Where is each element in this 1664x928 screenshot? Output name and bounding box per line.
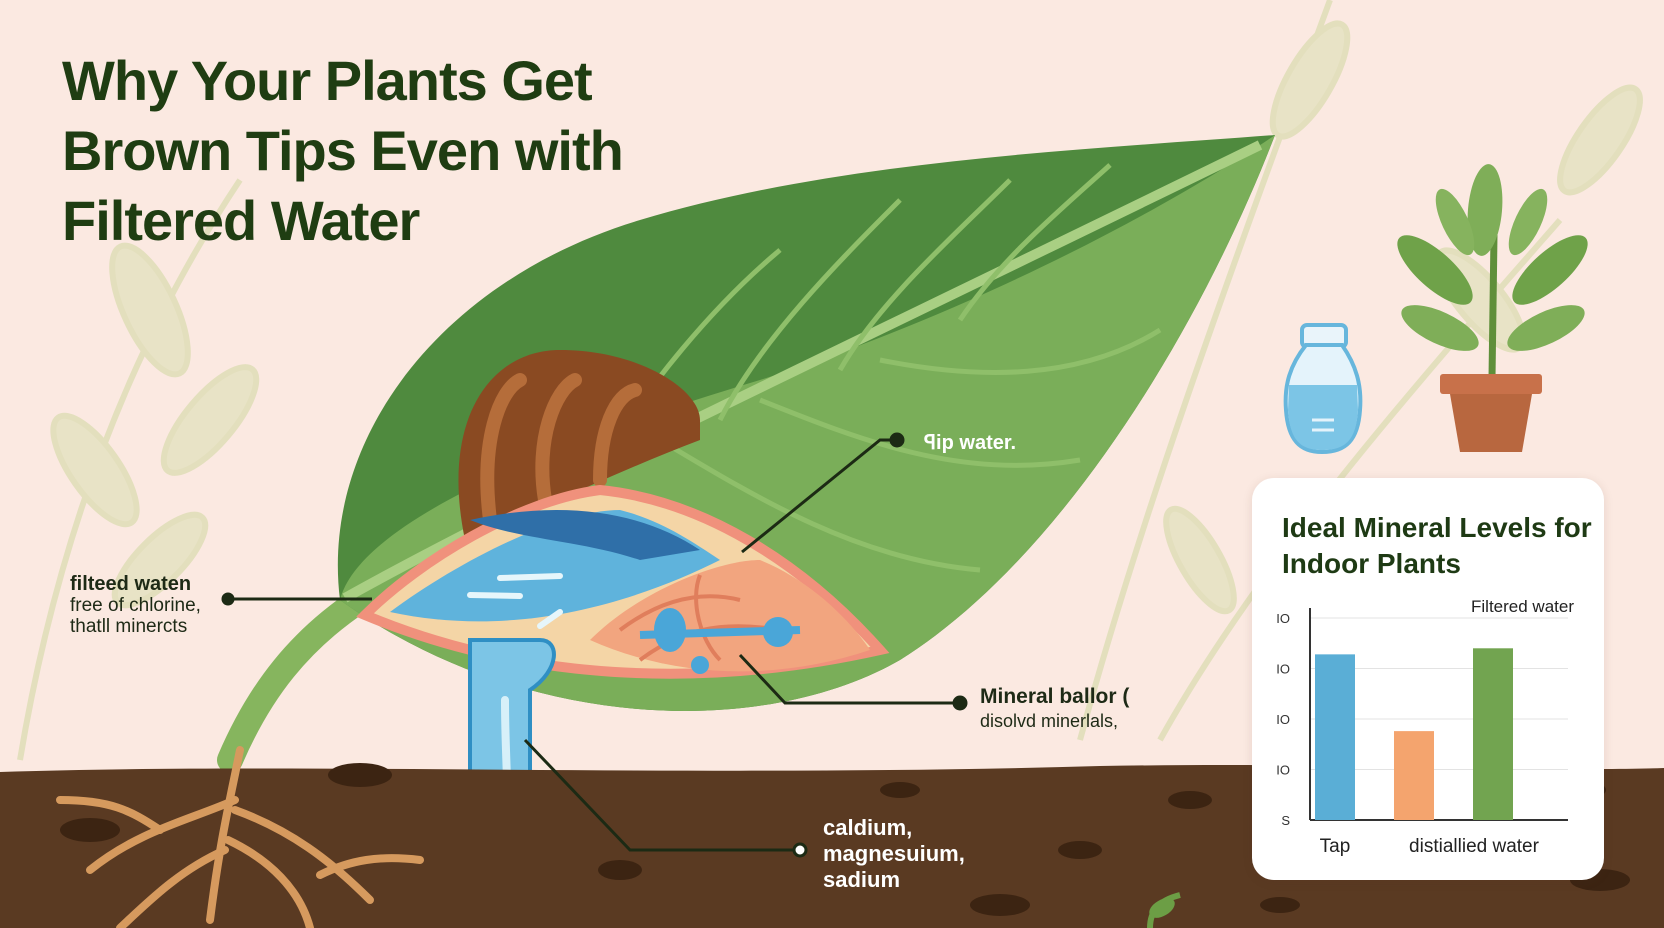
- brown-tip-patch: [458, 350, 700, 540]
- callout-mineral: Mineral ballor ( disolvd minerlals,: [980, 685, 1129, 733]
- mineral-item: sadium: [823, 867, 901, 892]
- callout-tap-water: ꟼip water.: [924, 432, 1017, 454]
- mineral-item: caldium,: [823, 815, 913, 840]
- callout-mineral-line2: disolvd minerlals,: [980, 711, 1119, 731]
- x-tick-label: distiallied water: [1409, 836, 1540, 857]
- y-tick-label: S: [1281, 813, 1290, 828]
- callout-filtered-head: filteed waten: [70, 573, 192, 595]
- chart-bar: [1394, 731, 1434, 820]
- page-title: Why Your Plants Get Brown Tips Even with…: [62, 49, 624, 252]
- chart-bar: [1315, 654, 1355, 820]
- legend-label: Filtered water: [1471, 597, 1574, 616]
- leaf-cross-section: [356, 484, 890, 679]
- chart-title: Ideal Mineral Levels for Indoor Plants: [1282, 512, 1592, 579]
- x-tick-label: Tap: [1320, 836, 1351, 857]
- y-tick-label: IO: [1276, 611, 1290, 626]
- background-foliage: [17, 0, 1643, 761]
- callout-filtered-line2: free of chlorine,: [70, 595, 201, 616]
- leader-lines: [221, 432, 968, 858]
- mineral-item: magnesuium,: [823, 841, 965, 866]
- callout-filtered-water: filteed waten free of chlorine, thatll m…: [70, 573, 260, 638]
- y-tick-label: IO: [1276, 763, 1290, 778]
- y-tick-label: IO: [1276, 712, 1290, 727]
- callout-minerals-list: caldium, magnesuium, sadium: [823, 815, 965, 893]
- potted-plant-icon: [1397, 164, 1588, 452]
- callout-mineral-head: Mineral ballor (: [980, 685, 1130, 708]
- y-tick-label: IO: [1276, 662, 1290, 677]
- chart-bar: [1473, 648, 1513, 820]
- callout-filtered-line3: thatll minercts: [70, 616, 188, 637]
- chart-card: Ideal Mineral Levels for Indoor Plants I…: [1252, 478, 1604, 880]
- water-jar-icon: [1283, 323, 1363, 455]
- sprout-icon: [1147, 892, 1181, 928]
- leaf-stem: [217, 587, 373, 773]
